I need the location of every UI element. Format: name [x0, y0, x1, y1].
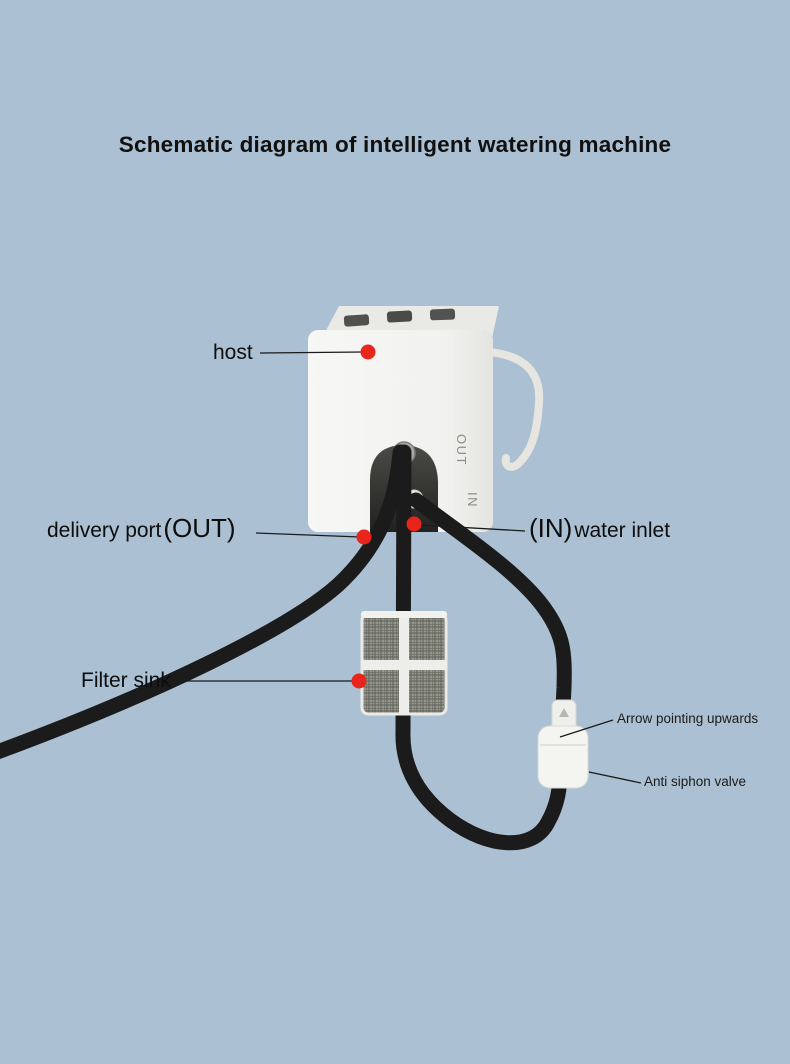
water-inlet-text: water inlet [574, 519, 671, 542]
delivery-port-label: delivery port(OUT) [47, 514, 236, 543]
inlet-dot [406, 516, 422, 532]
host-dot [360, 344, 376, 360]
filter-top-rim [361, 611, 447, 618]
filter-sink [360, 611, 448, 716]
water-inlet-in: (IN) [529, 513, 573, 543]
arrow-leader-line [559, 719, 614, 738]
filter-frame-horizontal [361, 660, 447, 670]
anti-siphon-valve-label: Anti siphon valve [644, 774, 747, 789]
delivery-port-out: (OUT) [163, 513, 236, 543]
host-leader-line [259, 351, 364, 354]
host-top-ports [343, 308, 456, 327]
diagram-title: Schematic diagram of intelligent waterin… [118, 132, 672, 157]
anti-siphon-valve [537, 699, 589, 789]
water-inlet-label: (IN)water inlet [529, 514, 670, 543]
arrow-upwards-label: Arrow pointing upwards [617, 711, 759, 726]
delivery-dot [356, 529, 372, 545]
valve-arrow-icon [559, 708, 569, 717]
out-marking-text: OUT [454, 434, 469, 466]
host-label: host [213, 341, 253, 364]
delivery-leader-line [255, 532, 361, 538]
valve-leader-line [588, 771, 642, 784]
filter-loop-tube [395, 444, 568, 851]
filter-dot [351, 673, 367, 689]
cable-clip [486, 348, 544, 471]
callout-dots [351, 344, 422, 689]
inlet-leader-line [419, 524, 526, 532]
host-front-face [308, 330, 493, 532]
delivery-port-text: delivery port [47, 519, 162, 542]
leader-lines [186, 351, 642, 784]
delivery-tube [0, 444, 408, 760]
in-marking-text: IN [465, 492, 480, 508]
filter-sink-label: Filter sink [81, 669, 171, 692]
valve-body [537, 725, 589, 789]
